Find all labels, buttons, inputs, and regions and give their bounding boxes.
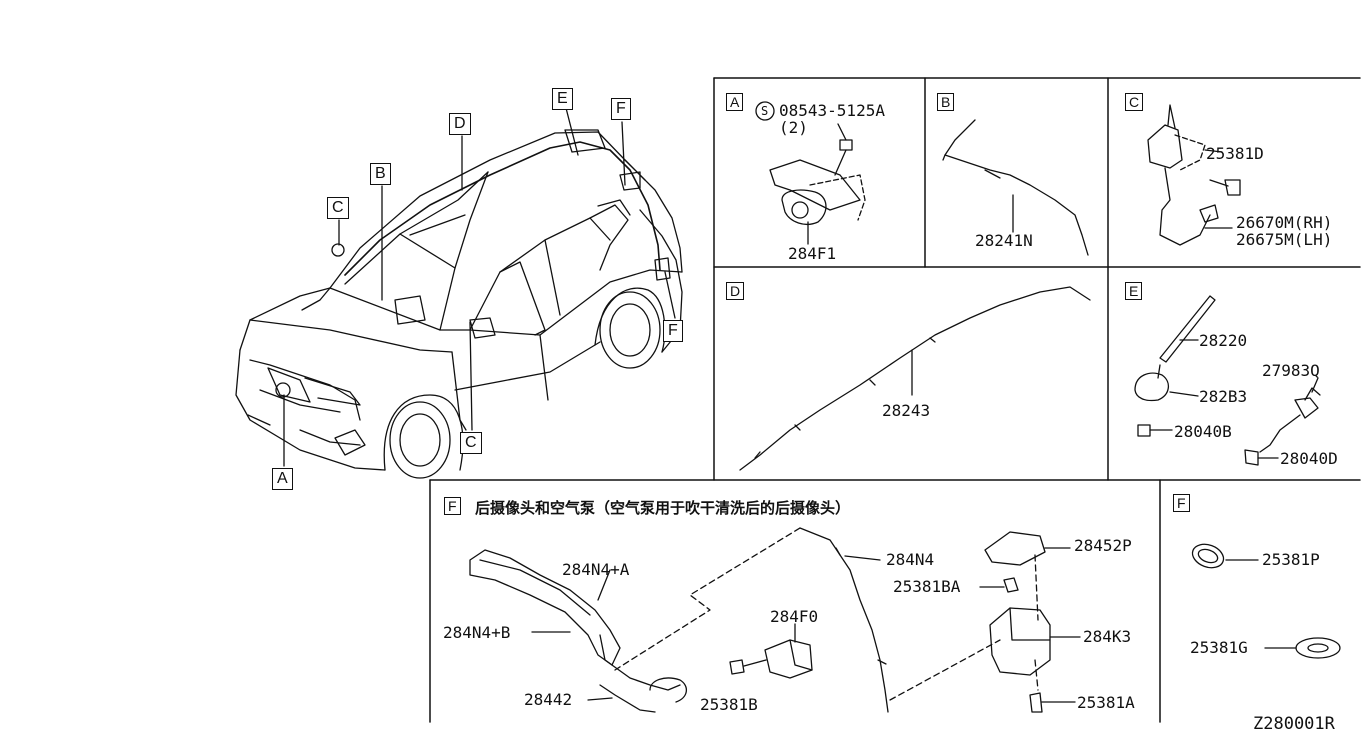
part-284K3: 284K3 (1083, 627, 1132, 646)
part-26670M-RH: 26670M(RH) (1236, 213, 1333, 232)
part-26675M-LH: 26675M(LH) (1236, 230, 1333, 249)
panel-c-letter: C (1125, 93, 1144, 111)
panel-e-art (1134, 295, 1321, 466)
part-08543-5125A: 08543-5125A (779, 101, 885, 120)
panel-b-letter: B (937, 93, 955, 111)
panel-e-letter: E (1125, 282, 1143, 300)
part-28241N: 28241N (975, 231, 1033, 250)
part-25381BA: 25381BA (893, 577, 961, 596)
part-28220: 28220 (1199, 331, 1248, 350)
panel-f-main-art (469, 527, 1081, 713)
panel-f-main-letter: F (444, 497, 461, 515)
callout-e: E (552, 88, 573, 110)
part-284F0: 284F0 (770, 607, 819, 626)
screw-symbol: S (761, 104, 769, 118)
part-27983Q: 27983Q (1262, 361, 1320, 380)
diagram-id: Z280001R (1253, 714, 1335, 734)
panel-f-side-art (1191, 543, 1341, 659)
panel-f-side-letter: F (1173, 494, 1190, 512)
panel-d-art (739, 286, 1091, 471)
panel-d-letter: D (726, 282, 745, 300)
panel-b-art (942, 119, 1089, 256)
part-284N4-B: 284N4+B (443, 623, 511, 642)
part-25381D: 25381D (1206, 144, 1264, 163)
callout-c-top: C (327, 197, 349, 219)
panel-f-title: 后摄像头和空气泵（空气泵用于吹干清洗后的后摄像头） (475, 499, 851, 517)
part-284N4-A: 284N4+A (562, 560, 630, 579)
callout-f-top: F (611, 98, 631, 120)
part-28040D: 28040D (1280, 449, 1338, 468)
callout-d: D (449, 113, 471, 135)
part-28452P: 28452P (1074, 536, 1132, 555)
part-28442: 28442 (524, 690, 573, 709)
part-284F1: 284F1 (788, 244, 837, 263)
callout-f-bottom: F (663, 320, 683, 342)
callout-c-bottom: C (460, 432, 482, 454)
panel-c-art (1147, 104, 1241, 246)
part-25381B: 25381B (700, 695, 758, 714)
car-body (235, 107, 683, 479)
part-25381A: 25381A (1077, 693, 1135, 712)
part-25381G: 25381G (1190, 638, 1248, 657)
part-284N4: 284N4 (886, 550, 935, 569)
part-28243: 28243 (882, 401, 931, 420)
callout-a: A (272, 468, 293, 490)
panel-a-letter: A (726, 93, 744, 111)
screw-quantity: (2) (779, 118, 808, 137)
part-282B3: 282B3 (1199, 387, 1248, 406)
part-28040B: 28040B (1174, 422, 1232, 441)
panel-frames (429, 77, 1361, 723)
part-25381P: 25381P (1262, 550, 1320, 569)
callout-b: B (370, 163, 391, 185)
panel-a-art (755, 101, 866, 245)
